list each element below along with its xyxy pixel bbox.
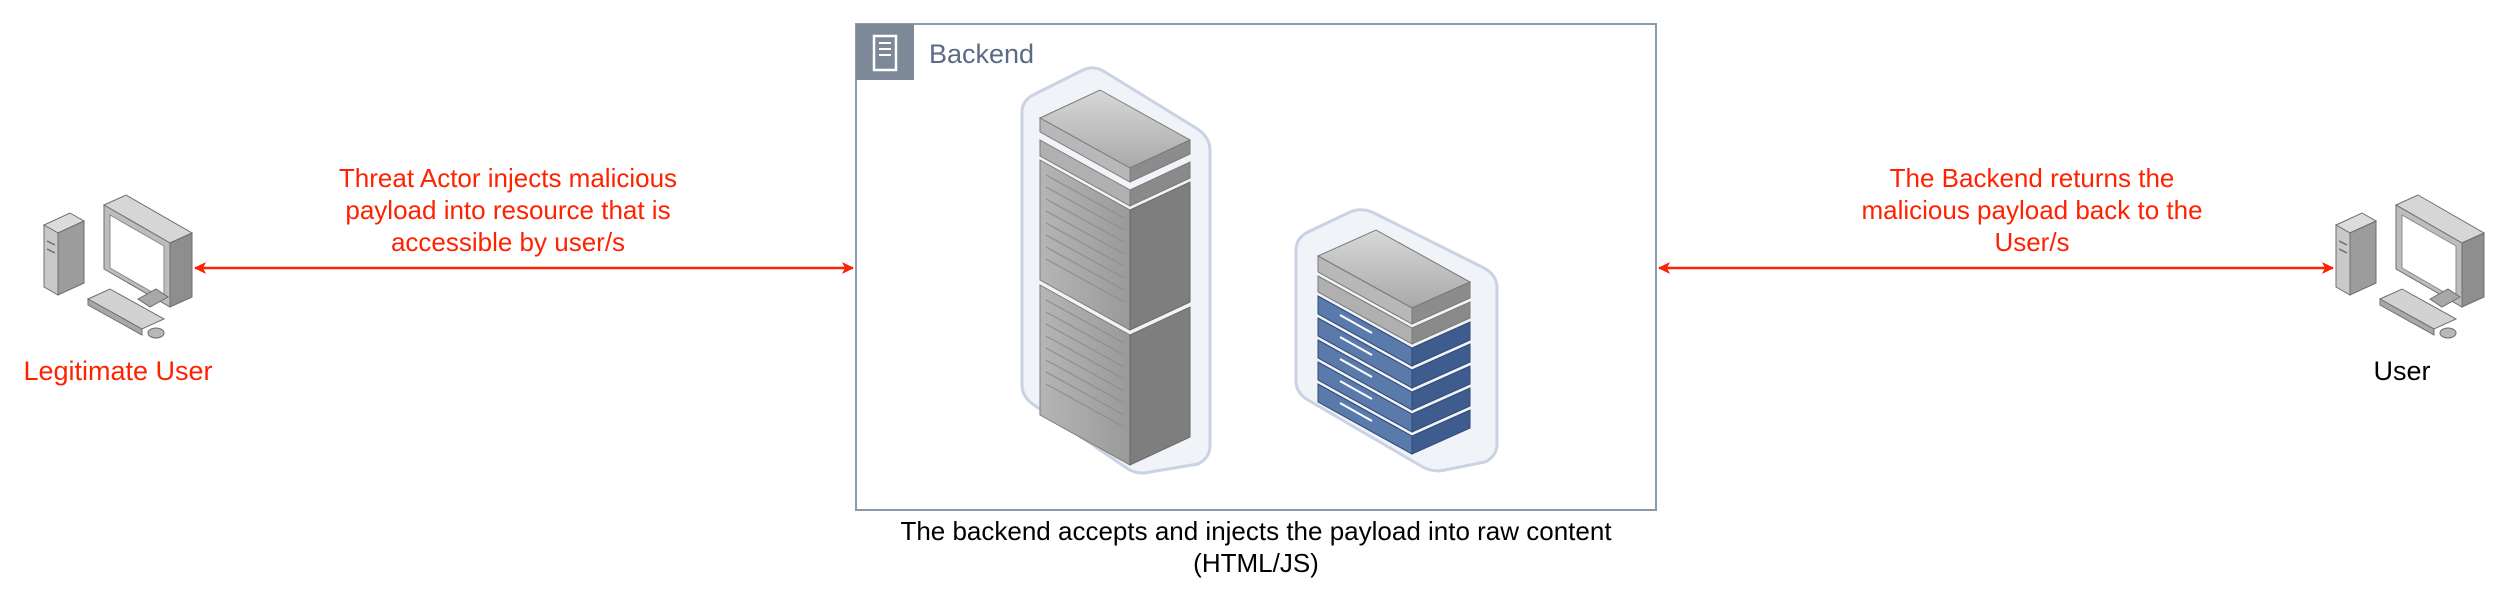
user-label: User xyxy=(2373,356,2430,386)
backend-group[interactable]: Backend xyxy=(855,23,1657,511)
server-rack-icon xyxy=(1020,66,1212,475)
legitimate-user-label: Legitimate User xyxy=(23,356,212,386)
server-group-icon xyxy=(856,24,914,80)
right-edge-label: The Backend returns the malicious payloa… xyxy=(1861,163,2202,257)
legitimate-user-node[interactable]: Legitimate User xyxy=(23,194,213,386)
user-node[interactable]: User xyxy=(2334,194,2486,386)
right-edge-label-line: The Backend returns the xyxy=(1890,163,2175,193)
right-edge-label-line: User/s xyxy=(1994,227,2069,257)
left-edge-label-line: Threat Actor injects malicious xyxy=(339,163,677,193)
left-edge-label: Threat Actor injects malicious payload i… xyxy=(339,163,677,257)
desktop-computer-icon xyxy=(42,194,194,339)
desktop-computer-icon xyxy=(2334,194,2486,339)
backend-caption-line-1: The backend accepts and injects the payl… xyxy=(900,516,1612,546)
backend-group-title: Backend xyxy=(929,39,1034,69)
backend-caption-line-2: (HTML/JS) xyxy=(1193,548,1319,578)
backend-group-border xyxy=(855,23,1657,511)
right-edge-label-line: malicious payload back to the xyxy=(1861,195,2202,225)
left-edge-label-line: payload into resource that is xyxy=(345,195,670,225)
left-edge-label-line: accessible by user/s xyxy=(391,227,625,257)
server-rack-icon xyxy=(1294,208,1499,473)
